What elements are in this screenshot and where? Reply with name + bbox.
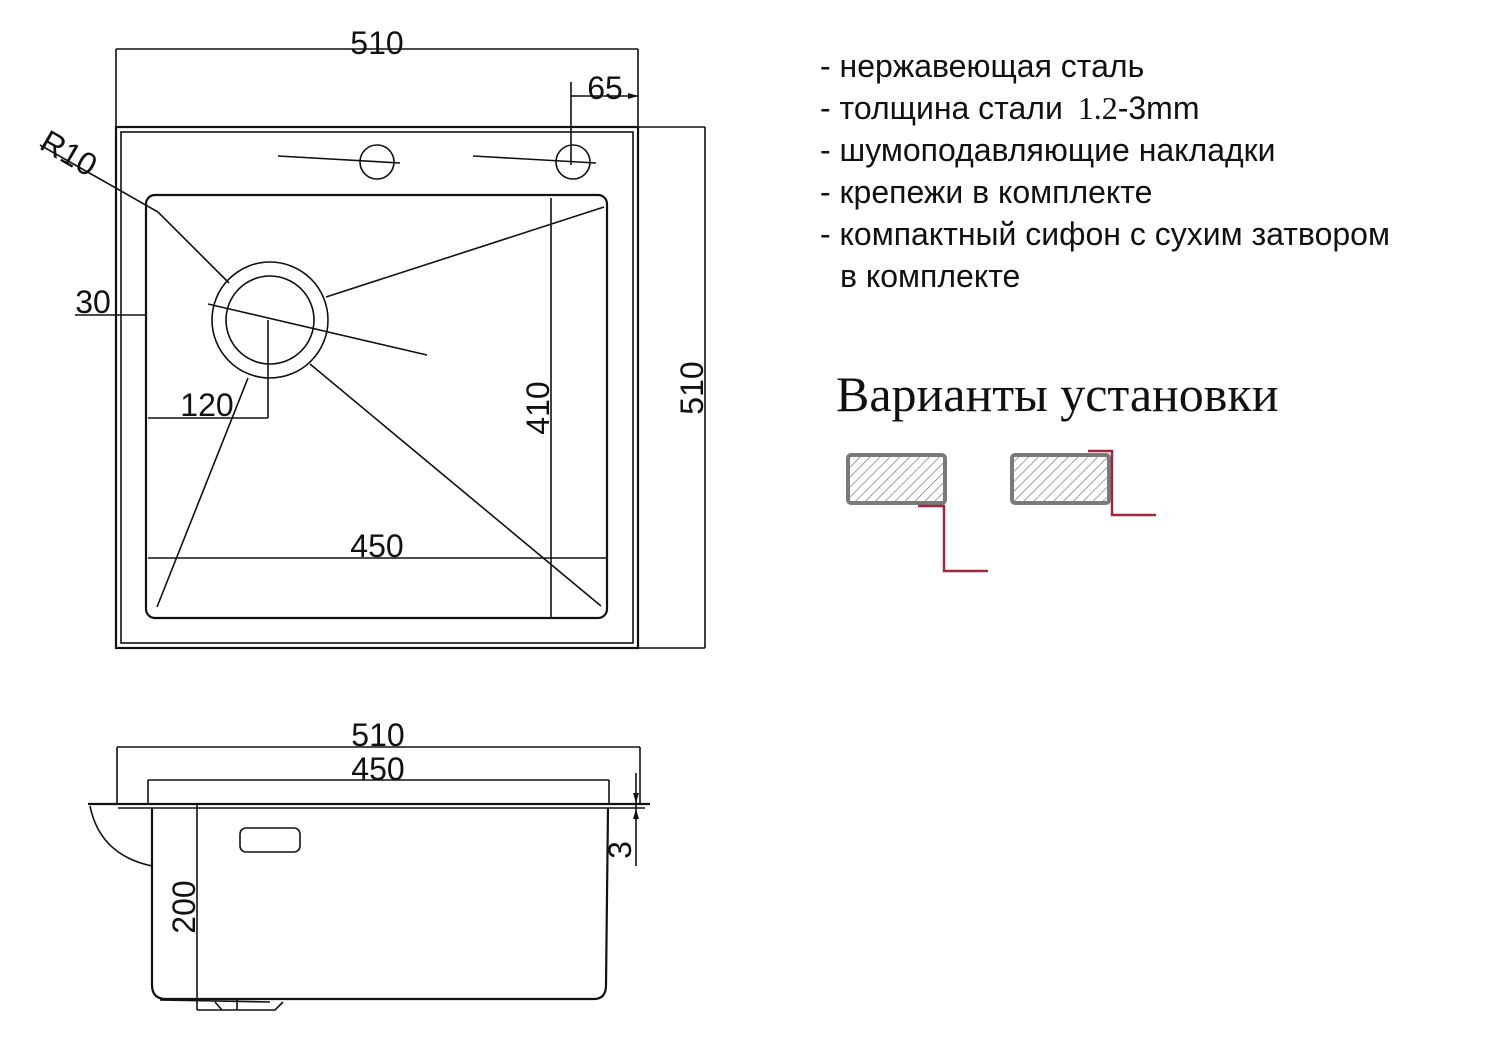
countertop-section	[1010, 453, 1111, 505]
side-view: 510 450 200 3	[88, 717, 650, 1011]
thickness-label: 3	[602, 841, 638, 859]
top-view: 510 65 R10 30 120 410 450	[35, 25, 710, 650]
spec-item: - шумоподавляющие накладки	[820, 132, 1276, 168]
sink-outer-edge	[114, 125, 640, 650]
edge-offset-label: 30	[75, 284, 111, 320]
drain-inner	[225, 275, 315, 365]
bowl-side-profile	[150, 807, 610, 1001]
install-variants: Варианты установки	[836, 366, 1278, 573]
width-dimension-label: 510	[350, 25, 403, 61]
bowl-depth-label: 410	[520, 381, 556, 434]
sink-edge-profile	[1088, 449, 1156, 517]
faucet-offset-label: 65	[587, 70, 623, 106]
sink-inner-edge	[120, 131, 634, 644]
bowl-outline	[144, 193, 609, 620]
bowl-width-label: 450	[350, 528, 403, 564]
spec-item: - компактный сифон с сухим затвором	[820, 216, 1390, 252]
spec-item-thickness: - толщина стали 1.2-3mm	[820, 90, 1199, 126]
overflow-hole	[239, 827, 301, 853]
install-variant-overmount	[1010, 449, 1156, 517]
depth-label: 200	[166, 880, 202, 933]
spec-item: - нержавеющая сталь	[820, 48, 1144, 84]
length-dimension-label: 510	[674, 361, 710, 414]
countertop-section	[846, 453, 947, 505]
sink-edge-profile	[918, 504, 988, 573]
drain-outer	[211, 261, 329, 379]
install-variant-undermount	[846, 453, 988, 573]
install-title: Варианты установки	[836, 366, 1278, 422]
side-width-label: 510	[351, 717, 404, 753]
spec-item: в комплекте	[840, 258, 1020, 294]
side-bowl-width-label: 450	[351, 751, 404, 787]
spec-list: - нержавеющая сталь - толщина стали 1.2-…	[820, 48, 1390, 294]
drain-offset-label: 120	[180, 387, 233, 423]
spec-item: - крепежи в комплекте	[820, 174, 1152, 210]
